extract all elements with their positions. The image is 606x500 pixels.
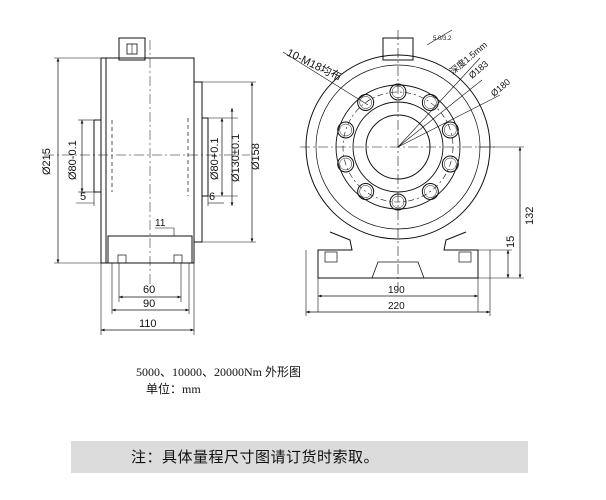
bolt-hole-thread (391, 195, 405, 209)
dim-base-220: 220 (388, 301, 405, 312)
bolt-hole (441, 121, 459, 139)
dim-right-body: Ø158 (250, 143, 262, 170)
dim-outer-diameter: Ø215 (41, 148, 53, 175)
top-connector-tab (118, 37, 146, 61)
right-flange (193, 81, 203, 243)
bolt-hole (357, 182, 375, 200)
dim-left-step: 5 (80, 191, 86, 203)
dim-width-110: 110 (139, 318, 157, 330)
bolt-hole-thread (359, 96, 372, 109)
bolt-hole-thread (359, 185, 372, 198)
bolt-hole-thread (339, 157, 352, 171)
dim-right-spigot: Ø80+0.1 (209, 137, 221, 180)
front-view (282, 29, 524, 316)
dim-right-pcd: Ø130±0.1 (230, 134, 242, 182)
ordering-note: 注：具体量程尺寸图请订货时索取。 (71, 441, 528, 473)
bolt-holes (337, 83, 459, 211)
bolt-hole-thread (391, 85, 405, 99)
bolt-hole-thread (424, 96, 437, 109)
dim-height-132: 132 (524, 207, 536, 225)
bolt-hole (357, 94, 375, 112)
bolt-hole (441, 155, 459, 173)
dim-right-step: 6 (209, 191, 215, 203)
bolt-hole-thread (339, 123, 352, 137)
bolt-hole (421, 94, 439, 112)
caption-unit: 单位：mm (146, 382, 201, 396)
dim-left-spigot: Ø80-0.1 (67, 140, 79, 180)
caption-models: 5000、10000、20000Nm 外形图 (136, 365, 302, 379)
dim-outer-180: Ø180 (489, 77, 512, 99)
dim-height-15: 15 (505, 236, 517, 248)
bolt-hole (337, 121, 355, 139)
bolt-hole (389, 193, 407, 211)
bolt-hole-thread (444, 123, 457, 137)
dim-base-190: 190 (388, 285, 405, 296)
bolt-hole (337, 155, 355, 173)
dim-roughness: 5.0/3.2 (433, 36, 452, 42)
dim-foot-edge: 11 (155, 218, 166, 229)
side-view (44, 37, 256, 335)
dim-width-60: 60 (143, 284, 155, 296)
dim-width-90: 90 (143, 298, 155, 310)
bolt-hole-thread (424, 185, 437, 198)
figure-caption: 5000、10000、20000Nm 外形图 单位：mm (130, 348, 490, 396)
bolt-hole-thread (444, 157, 457, 171)
sensor-body (105, 57, 195, 264)
bolt-hole (421, 182, 439, 200)
bolt-hole (389, 83, 407, 101)
dim-thread-holes: 10-M18均布 (285, 46, 344, 84)
